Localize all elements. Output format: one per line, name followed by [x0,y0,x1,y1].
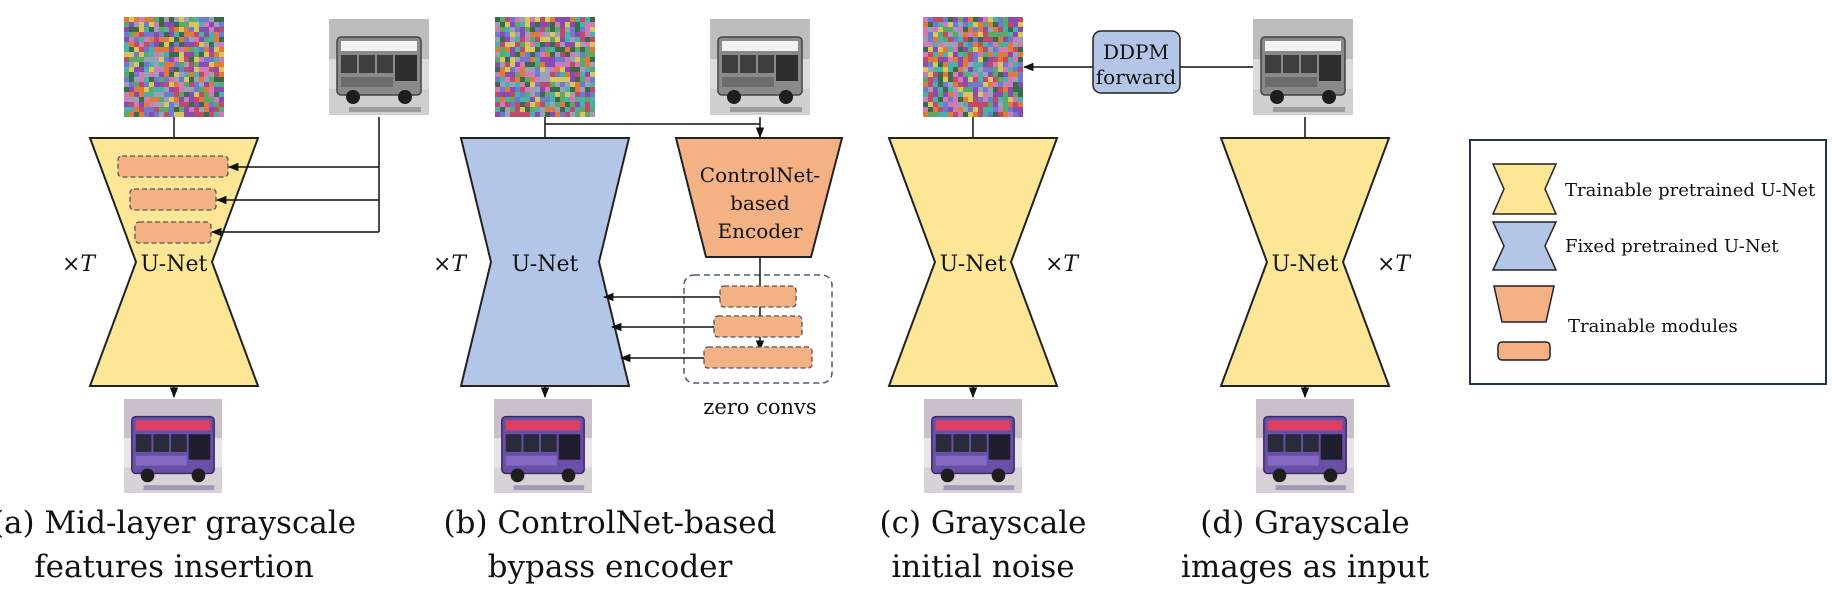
legend-trainable-unet-label: Trainable pretrained U-Net [1565,180,1816,201]
output-image-b [494,398,592,494]
caption-b-line1: (b) ControlNet-based [444,505,777,541]
legend-module-icon [1497,341,1551,361]
caption-c-line2: initial noise [891,549,1074,585]
times-label-d: ×T [1377,252,1412,277]
legend-trapezoid-icon [1493,285,1555,323]
insertion-module-1 [117,155,229,178]
zero-convs-label: zero convs [703,395,816,419]
times-label-a: ×T [62,252,97,277]
ddpm-forward-box [1092,30,1181,94]
controlnet-encoder [674,137,844,258]
encoder-label-line1: ControlNet- [700,163,820,187]
insertion-module-3 [134,221,212,244]
panel-c: DDPM forward U-Net ×T (c) Grayscale init… [880,17,1353,585]
encoder-label-line2: based [730,191,790,215]
caption-a-line1: (a) Mid-layer grayscale [0,505,356,541]
ddpm-label-line2: forward [1096,65,1177,89]
noise-image-a [124,17,224,117]
grayscale-image-a [329,18,429,116]
zero-conv-3 [703,346,813,369]
caption-d-line2: images as input [1181,549,1430,585]
legend-fixed-unet-label: Fixed pretrained U-Net [1565,236,1779,257]
legend-fixed-unet-icon [1491,221,1558,271]
times-label-c: ×T [1045,252,1080,277]
caption-a-line2: features insertion [34,549,314,585]
times-label-b: ×T [433,252,468,277]
output-image-c [924,398,1022,494]
caption-b-line2: bypass encoder [488,549,733,585]
panel-d: U-Net ×T (d) Grayscale images as input [1181,117,1430,585]
zero-conv-1 [719,285,797,308]
unet-c [887,137,1059,387]
output-image-d [1256,398,1354,494]
panel-b: U-Net ×T ControlNet- based Encoder zero … [433,17,844,585]
unet-label-c: U-Net [940,252,1007,277]
zero-conv-2 [713,315,803,338]
ddpm-label-line1: DDPM [1103,40,1169,64]
legend-trainable-unet-icon [1491,163,1558,215]
zero-convs-group [683,274,833,384]
caption-c-line1: (c) Grayscale [880,505,1087,541]
legend: Trainable pretrained U-Net Fixed pretrai… [1469,139,1827,385]
unet-b [459,137,631,387]
noise-image-b [495,17,595,117]
legend-trainable-modules-label: Trainable modules [1568,316,1738,337]
encoder-label-line3: Encoder [718,219,803,243]
noise-image-c [923,17,1023,117]
unet-label-a: U-Net [141,252,208,277]
panel-a: U-Net ×T (a) Mid-layer grayscale feature… [0,17,429,585]
unet-label-b: U-Net [512,252,579,277]
unet-label-d: U-Net [1272,252,1339,277]
unet-d [1219,137,1391,387]
output-image-a [124,398,222,494]
grayscale-image-b [710,18,810,116]
caption-d-line1: (d) Grayscale [1200,505,1409,541]
insertion-module-2 [129,188,217,211]
